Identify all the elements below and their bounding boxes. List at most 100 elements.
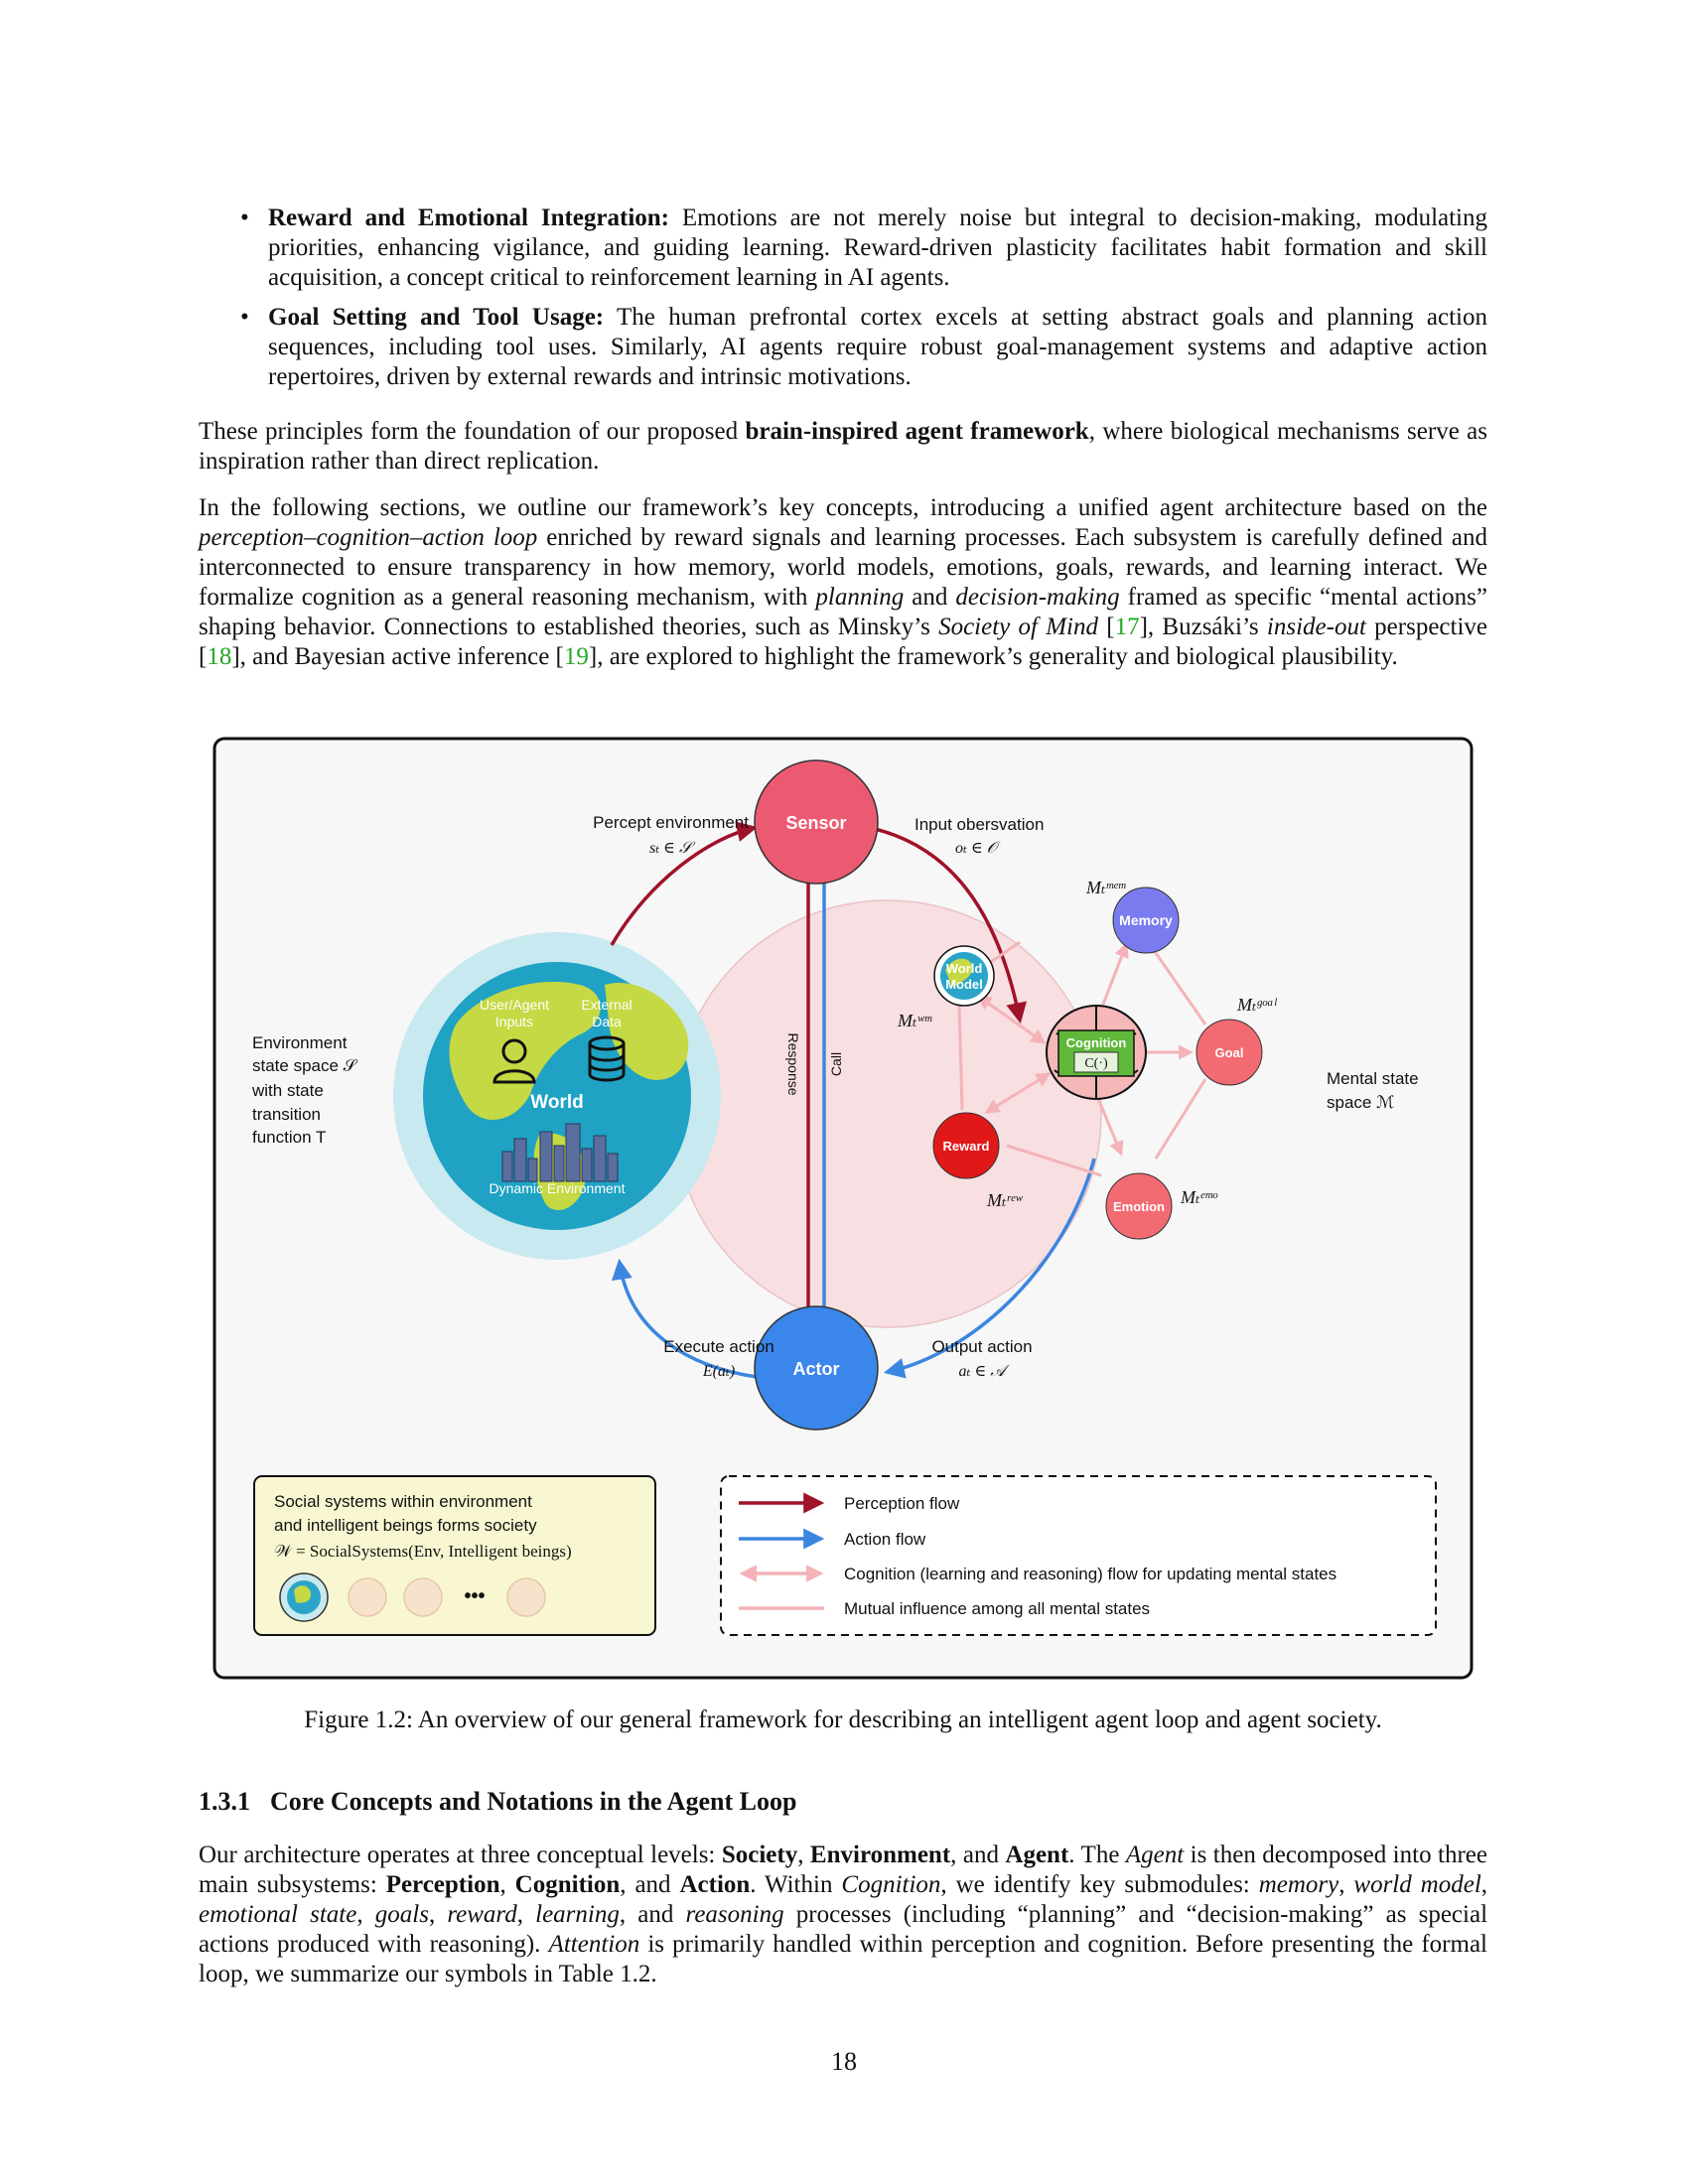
bold-term: Perception	[385, 1871, 500, 1898]
cognition-label: Cognition	[1066, 1035, 1127, 1050]
text-run: is then decomposed into three main subsy…	[199, 1842, 1487, 1898]
environment-label: with state	[251, 1081, 324, 1100]
italic-term: decision-making	[955, 584, 1120, 611]
environment-label: state space 𝒮	[252, 1056, 358, 1075]
text-run: ,	[797, 1842, 810, 1868]
bullet-text: Emotions are not merely noise but integr…	[268, 205, 1488, 291]
dynamic-environment-label: Dynamic Environment	[490, 1180, 626, 1196]
cognition-math: C(·)	[1084, 1056, 1108, 1071]
actor-node	[754, 1305, 879, 1431]
memory-label: Memory	[1119, 912, 1173, 928]
text-run: ,	[1480, 1871, 1488, 1898]
text-run: ,	[428, 1901, 448, 1928]
execute-math: E(aₜ)	[702, 1363, 735, 1380]
emotion-node	[1105, 1172, 1173, 1240]
society-label: Social systems within environment	[274, 1492, 532, 1511]
legend-item: Perception flow	[844, 1494, 960, 1513]
legend-item: Mutual influence among all mental states	[844, 1599, 1150, 1618]
continent-shape	[294, 1585, 312, 1603]
text-run: ], and Bayesian active inference [	[231, 643, 564, 670]
reward-node	[932, 1112, 1000, 1179]
world-model-label: World	[946, 961, 983, 976]
user-icon	[492, 1038, 536, 1084]
page-number: 18	[831, 2047, 857, 2076]
text-run: perspective [	[199, 614, 1487, 670]
world-label: World	[530, 1092, 583, 1113]
italic-term: reasoning	[685, 1901, 784, 1928]
perception-arrow	[870, 826, 1027, 1024]
italic-term: Cognition	[841, 1871, 941, 1898]
text-run: . Within	[750, 1871, 842, 1898]
citation-link[interactable]: 19	[563, 643, 589, 670]
user-inputs-label: User/Agent	[480, 997, 549, 1013]
paragraph: These principles form the foundation of …	[199, 417, 1487, 477]
legend-item: Cognition (learning and reasoning) flow …	[844, 1565, 1336, 1583]
text-run: , and	[619, 1901, 686, 1928]
emotion-label: Emotion	[1113, 1199, 1165, 1214]
section-number: 1.3.1	[199, 1787, 250, 1816]
goal-node	[1196, 1019, 1263, 1086]
execute-action-label: Execute action	[663, 1337, 774, 1356]
environment-label: function T	[252, 1128, 326, 1147]
text-run: , and	[950, 1842, 1006, 1868]
bullet-title: Reward and Emotional Integration:	[268, 205, 669, 231]
italic-term: reward	[447, 1901, 517, 1928]
input-observation-label: Input obersvation	[914, 815, 1044, 834]
paragraph: In the following sections, we outline ou…	[199, 493, 1487, 672]
user-inputs-label: Inputs	[495, 1014, 533, 1029]
cognition-math-box	[1073, 1051, 1119, 1073]
text-run: These principles form the foundation of …	[199, 418, 746, 445]
text-run: ,	[516, 1901, 536, 1928]
environment-label: Environment	[252, 1033, 348, 1052]
external-data-label: External	[581, 997, 632, 1013]
bold-term: Society	[721, 1842, 798, 1868]
mental-space-bg	[673, 899, 1102, 1328]
bullet-dot: •	[240, 304, 249, 331]
ellipsis: •••	[464, 1585, 485, 1607]
text-run: processes (including “planning” and “dec…	[199, 1901, 1488, 1958]
goal-label: Goal	[1215, 1045, 1244, 1060]
society-math: 𝒲 = SocialSystems(Env, Intelligent being…	[274, 1542, 572, 1561]
text-run: Our architecture operates at three conce…	[199, 1842, 722, 1868]
text-run: ,	[1338, 1871, 1354, 1898]
legend-item: Action flow	[844, 1530, 926, 1549]
list-item: • Goal Setting and Tool Usage: The human…	[240, 303, 1487, 392]
society-label: and intelligent beings forms society	[274, 1516, 537, 1535]
citation-link[interactable]: 17	[1114, 614, 1140, 640]
italic-term: Agent	[1125, 1842, 1185, 1868]
text-run: enriched by reward signals and learning …	[199, 524, 1487, 611]
figure-caption: Figure 1.2: An overview of our general f…	[304, 1706, 1382, 1733]
citation-link[interactable]: 18	[207, 643, 232, 670]
bold-term: Cognition	[514, 1871, 621, 1898]
section-title: Core Concepts and Notations in the Agent…	[270, 1787, 797, 1816]
text-run: ,	[499, 1871, 515, 1898]
text-run: ], Buzsáki’s	[1139, 614, 1267, 640]
memory-node	[1112, 887, 1180, 954]
text-run: , we identify key submodules:	[940, 1871, 1259, 1898]
memory-symbol: Mₜᵐᵉᵐ	[1085, 878, 1127, 897]
external-data-label: Data	[592, 1014, 622, 1029]
being-circle	[403, 1577, 443, 1617]
text-run: . The	[1068, 1842, 1126, 1868]
sensor-node	[754, 759, 879, 885]
italic-term: inside-out	[1266, 614, 1366, 640]
italic-term: Attention	[548, 1931, 640, 1958]
output-arrow	[883, 1158, 1096, 1379]
output-action-label: Output action	[931, 1337, 1032, 1356]
call-label: Call	[828, 1052, 844, 1076]
text-run: [	[1098, 614, 1115, 640]
being-circle	[348, 1577, 387, 1617]
actor-label: Actor	[792, 1359, 839, 1379]
italic-term: Society of Mind	[938, 614, 1098, 640]
output-math: aₜ ∈ 𝒜	[959, 1363, 1011, 1380]
mental-space-label: space ℳ	[1327, 1093, 1394, 1112]
bold-term: Environment	[809, 1842, 951, 1868]
italic-term: learning	[535, 1901, 620, 1928]
italic-term: perception–cognition–action loop	[199, 524, 538, 551]
bold-term: Action	[679, 1871, 751, 1898]
continent-shape	[945, 958, 973, 987]
execute-arrow	[611, 1258, 758, 1379]
perception-arrow	[610, 821, 759, 946]
text-run: is primarily handled within perception a…	[199, 1931, 1487, 1987]
text-run: In the following sections, we outline ou…	[199, 494, 1487, 521]
